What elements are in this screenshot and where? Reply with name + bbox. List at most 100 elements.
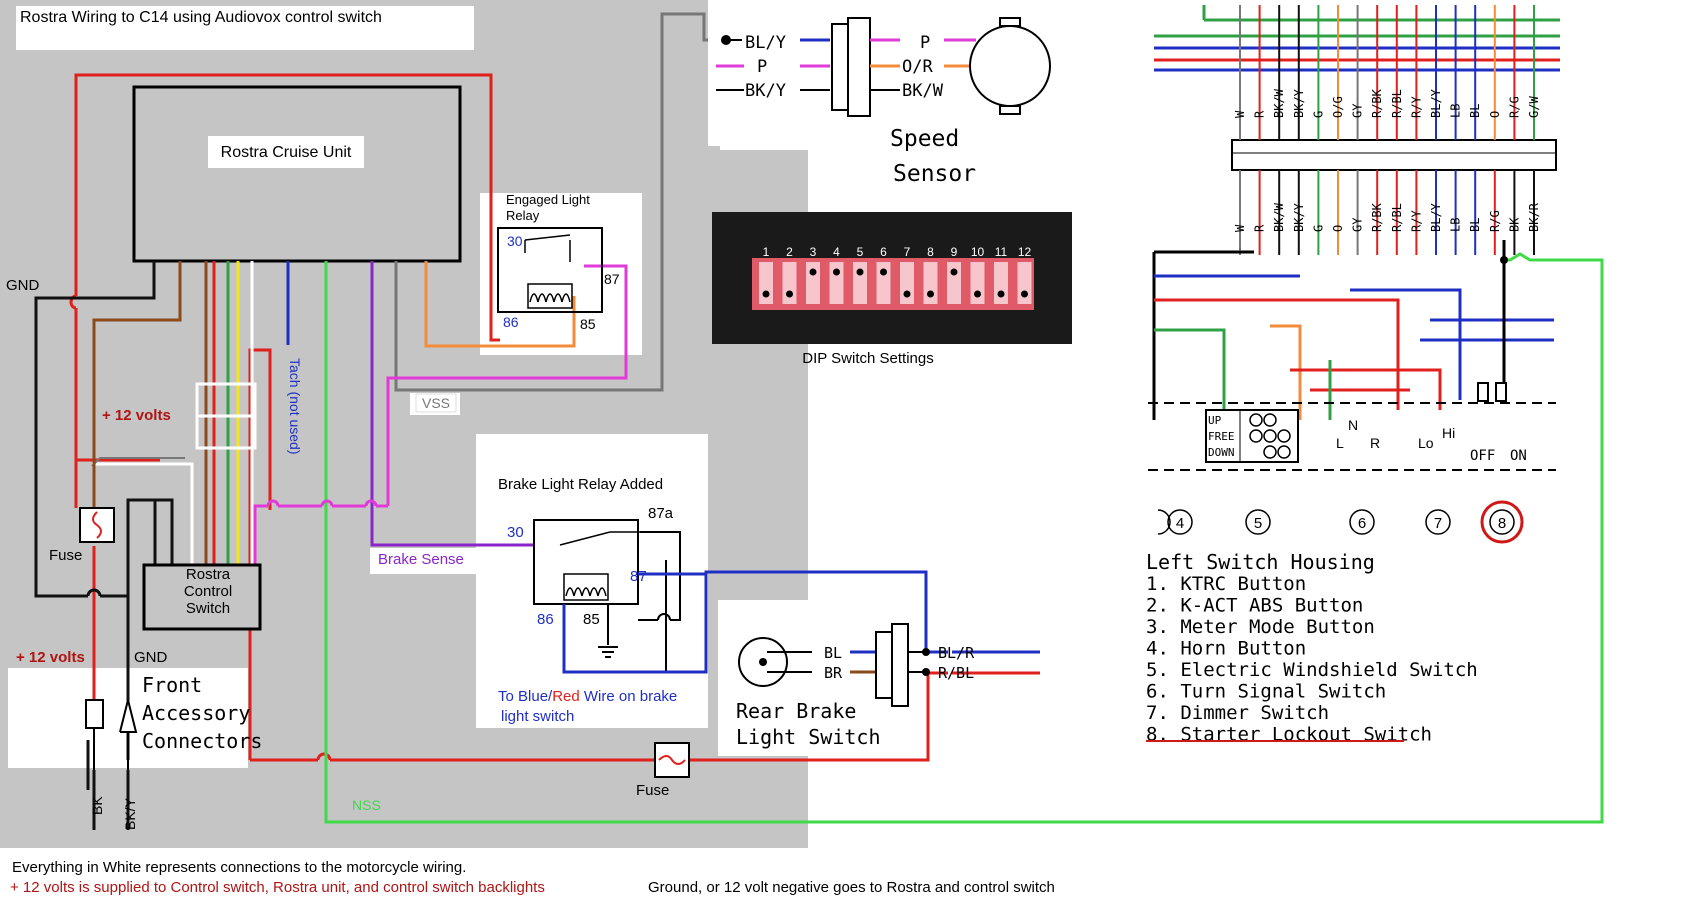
circled-number: [1245, 509, 1271, 535]
footer-line1: Everything in White represents connectio…: [12, 859, 466, 876]
dip-label: DIP Switch Settings: [802, 350, 933, 367]
circled-number-text: 6: [1358, 515, 1366, 532]
brake-pin-86: 86: [537, 611, 554, 628]
brake-pin-87a: 87a: [648, 505, 674, 522]
dip-number: 5: [857, 245, 864, 259]
dip-number: 8: [927, 245, 934, 259]
svg-text:O/R: O/R: [902, 57, 933, 77]
dip-switch-slot: [853, 262, 867, 304]
dip-number: 9: [951, 245, 958, 259]
left-switch-item: 5. Electric Windshield Switch: [1146, 659, 1478, 681]
circled-number-text: 4: [1176, 515, 1184, 532]
svg-text:BL/R: BL/R: [938, 644, 975, 662]
left-switch-title: Left Switch Housing: [1146, 550, 1375, 574]
brown-wire: [92, 261, 182, 510]
rostra-cruise-unit: [132, 85, 462, 263]
dip-number: 12: [1018, 245, 1032, 259]
svg-text:Speed: Speed: [890, 126, 959, 152]
blue-brake-wires: [562, 570, 1040, 674]
svg-text:BL/Y: BL/Y: [745, 33, 786, 53]
svg-text:Light Switch: Light Switch: [736, 725, 881, 749]
circle-8-highlight: [1480, 500, 1524, 544]
harness-top-label: O/G: [1331, 96, 1345, 118]
dip-position-dot: [786, 290, 793, 298]
circled-number-text: 5: [1254, 515, 1262, 532]
brake-relay-title: Brake Light Relay Added: [498, 476, 663, 493]
harness-top-label: GY: [1351, 103, 1365, 118]
left-switch-item: 6. Turn Signal Switch: [1146, 681, 1386, 703]
harness-top-label: BK/Y: [1292, 88, 1306, 118]
dip-number: 7: [904, 245, 911, 259]
harness-bottom-label: W: [1233, 224, 1247, 232]
svg-text:BR: BR: [824, 664, 843, 682]
engaged-pin-85: 85: [580, 316, 596, 332]
dip-position-dot: [762, 290, 770, 298]
magenta-wires: [238, 264, 628, 592]
dip-number: 6: [880, 245, 887, 259]
harness-bottom-label: BK/W: [1272, 202, 1286, 232]
harness-bottom-label: O: [1331, 225, 1345, 232]
nss-green-wire: [324, 252, 1604, 824]
footer-black: Ground, or 12 volt negative goes to Rost…: [648, 879, 1055, 896]
harness-top-label: G: [1311, 111, 1325, 118]
svg-text:P: P: [757, 57, 767, 77]
svg-text:Sensor: Sensor: [893, 161, 976, 187]
left-switch-item: 2. K-ACT ABS Button: [1146, 595, 1363, 617]
brake-sense-wire: [370, 261, 534, 547]
brake-note-line2: light switch: [501, 708, 574, 725]
left-switch-item: 1. KTRC Button: [1146, 573, 1306, 595]
svg-text:Front: Front: [142, 673, 202, 697]
circled-number-text: 8: [1498, 515, 1506, 532]
svg-text:Switch: Switch: [186, 600, 230, 617]
brake-pin-30: 30: [507, 524, 524, 541]
nss-label: NSS: [352, 797, 381, 813]
dip-switch-slot: [759, 262, 773, 304]
dip-position-dot: [903, 290, 911, 298]
engaged-relay-box: [480, 193, 642, 355]
dip-switch-slot: [829, 262, 844, 304]
dip-number: 10: [971, 245, 985, 259]
harness-bottom-label: BK: [1507, 217, 1521, 232]
svg-text:BK/W: BK/W: [902, 81, 944, 101]
harness-top-label: R/Y: [1409, 96, 1423, 118]
svg-text:L: L: [1336, 435, 1344, 451]
circled-number: [1489, 509, 1515, 535]
cruise-unit-label: Rostra Cruise Unit: [221, 144, 352, 161]
dip-number: 11: [995, 245, 1008, 259]
dip-number: 3: [810, 245, 817, 259]
harness-bottom-label: R: [1253, 224, 1267, 232]
title-box: [16, 6, 474, 50]
harness-top-label: LB: [1449, 104, 1463, 118]
red-12v-wires: [69, 73, 1040, 762]
ground-wires: [34, 261, 174, 830]
brake-light-relay: Brake Light Relay Added 87a 30 87 86 85: [498, 476, 681, 672]
engaged-relay-title-2: Relay: [506, 208, 540, 223]
dip-position-dot: [950, 268, 958, 276]
svg-text:Control: Control: [184, 583, 232, 600]
rostra-control-switch: Rostra Control Switch: [142, 563, 262, 631]
circled-number-text: 7: [1434, 515, 1442, 532]
tach-label: Tach (not used): [287, 358, 303, 455]
brake-sense-label: Brake Sense: [378, 551, 464, 568]
svg-text:P: P: [920, 33, 930, 53]
engaged-relay-title-1: Engaged Light: [506, 192, 590, 207]
dip-switch-slot: [970, 262, 985, 304]
dip-switch-slot: [1017, 262, 1032, 304]
harness-top-label: BL: [1468, 104, 1482, 118]
svg-text:Hi: Hi: [1442, 425, 1455, 441]
svg-text:R/BL: R/BL: [938, 664, 974, 682]
left-switch-item: 3. Meter Mode Button: [1146, 616, 1375, 638]
harness-top-label: R: [1253, 110, 1267, 118]
svg-text:Connectors: Connectors: [142, 729, 262, 753]
brake-relay-box: [476, 434, 708, 728]
svg-text:Fuse: Fuse: [49, 547, 82, 564]
dip-position-dot: [833, 268, 840, 276]
svg-text:FREE: FREE: [1208, 430, 1235, 443]
diagram-title: Rostra Wiring to C14 using Audiovox cont…: [20, 9, 382, 26]
harness-top-label: G/W: [1527, 96, 1541, 118]
dip-switch-slot: [806, 262, 820, 304]
left-switch-item: 4. Horn Button: [1146, 638, 1306, 660]
